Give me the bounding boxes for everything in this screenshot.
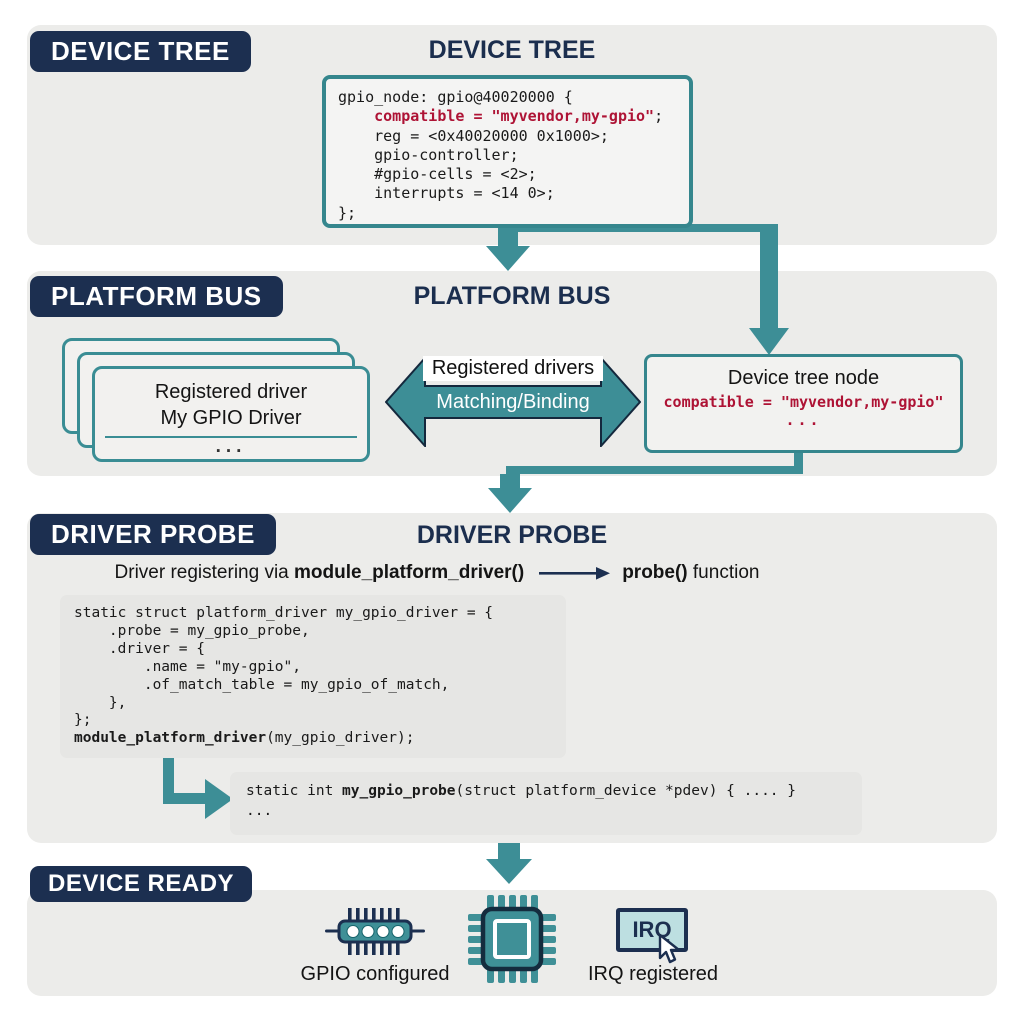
- code-line: };: [338, 203, 357, 222]
- driver-probe-title: DRIVER PROBE: [416, 521, 608, 549]
- subtitle-text: Driver registering via: [114, 562, 295, 583]
- probe-fn-text: probe(): [622, 562, 688, 583]
- registered-driver-card: Registered driver My GPIO Driver ...: [92, 366, 370, 462]
- connector-vertical-line: [794, 453, 803, 470]
- card-divider: [105, 436, 357, 438]
- connector-horizontal-line: [500, 224, 778, 232]
- code-line: interrupts = <14 0>;: [338, 184, 555, 203]
- cpu-chip-icon: [468, 895, 556, 983]
- driver-probe-subtitle: Driver registering via module_platform_d…: [27, 562, 997, 584]
- code-line: },: [74, 694, 127, 711]
- probe-function-code-block: static int my_gpio_probe(struct platform…: [230, 772, 862, 835]
- code-text: (my_gpio_driver);: [266, 730, 415, 747]
- irq-registered-label: IRQ registered: [587, 963, 719, 985]
- device-tree-code-box: gpio_node: gpio@40020000 { compatible = …: [322, 75, 693, 228]
- driver-card-line1: Registered driver: [154, 381, 308, 403]
- arrow-down-icon: [486, 246, 530, 271]
- connector-vertical-line: [760, 228, 778, 329]
- code-ellipsis: ...: [246, 803, 273, 819]
- driver-card-line2: My GPIO Driver: [160, 407, 302, 429]
- registered-drivers-text: Registered drivers: [422, 356, 604, 381]
- code-text: static int: [246, 783, 343, 799]
- code-line: };: [74, 712, 92, 729]
- arrow-stem: [498, 843, 520, 859]
- code-line-module-platform-driver: module_platform_driver(my_gpio_driver);: [74, 730, 552, 748]
- arrow-down-icon: [488, 488, 532, 513]
- my-gpio-probe-text: my_gpio_probe: [342, 783, 456, 799]
- module-platform-driver-call: module_platform_driver: [74, 730, 267, 747]
- code-line-compatible: compatible = "myvendor,my-gpio";: [338, 107, 677, 126]
- code-line: .of_match_table = my_gpio_of_match,: [74, 676, 450, 693]
- device-tree-badge: DEVICE TREE: [30, 31, 251, 72]
- compatible-highlight: compatible = "myvendor,my-gpio": [374, 107, 655, 126]
- arrow-stem: [498, 228, 518, 246]
- platform-driver-code-block: static struct platform_driver my_gpio_dr…: [60, 595, 566, 758]
- arrow-stem: [500, 474, 520, 488]
- irq-badge-icon: IRQ: [616, 908, 688, 952]
- code-semicolon: ;: [654, 107, 664, 126]
- code-line: static struct platform_driver my_gpio_dr…: [74, 605, 494, 621]
- arrow-right-icon: [539, 567, 611, 580]
- registered-drivers-label: Registered drivers: [385, 356, 641, 381]
- node-ellipsis: ...: [785, 411, 822, 429]
- connector-vertical-line: [163, 755, 174, 804]
- connector-horizontal-line: [163, 793, 207, 804]
- code-line: .probe = my_gpio_probe,: [74, 622, 310, 639]
- code-line: .driver = {: [74, 640, 205, 657]
- code-line: .name = "my-gpio",: [74, 658, 301, 675]
- subtitle-text: function: [687, 562, 760, 583]
- module-platform-driver-text: module_platform_driver(): [294, 562, 525, 583]
- platform-bus-title: PLATFORM BUS: [413, 282, 611, 310]
- device-tree-title: DEVICE TREE: [428, 36, 596, 64]
- node-box-title: Device tree node: [727, 367, 880, 389]
- gpio-chip-icon: [325, 908, 425, 955]
- click-cursor-icon: [658, 933, 681, 964]
- ellipsis: ...: [215, 436, 247, 457]
- matching-binding-label: Matching/Binding: [436, 391, 590, 413]
- node-compatible-code: compatible = "myvendor,my-gpio": [663, 393, 944, 411]
- code-line: gpio-controller;: [338, 145, 519, 164]
- code-line: gpio_node: gpio@40020000 {: [338, 88, 573, 106]
- gpio-configured-label: GPIO configured: [300, 963, 450, 985]
- device-ready-badge: DEVICE READY: [30, 866, 253, 902]
- driver-probe-badge: DRIVER PROBE: [30, 514, 276, 555]
- device-tree-node-box: Device tree node compatible = "myvendor,…: [644, 354, 963, 453]
- code-line-probe-signature: static int my_gpio_probe(struct platform…: [246, 781, 846, 801]
- arrow-down-icon: [486, 859, 532, 884]
- code-text: (struct platform_device *pdev) { .... }: [455, 783, 796, 799]
- code-indent: [338, 107, 374, 125]
- platform-bus-badge: PLATFORM BUS: [30, 276, 283, 317]
- code-line: reg = <0x40020000 0x1000>;: [338, 126, 609, 145]
- connector-horizontal-line: [506, 466, 803, 474]
- code-line: #gpio-cells = <2>;: [338, 165, 537, 184]
